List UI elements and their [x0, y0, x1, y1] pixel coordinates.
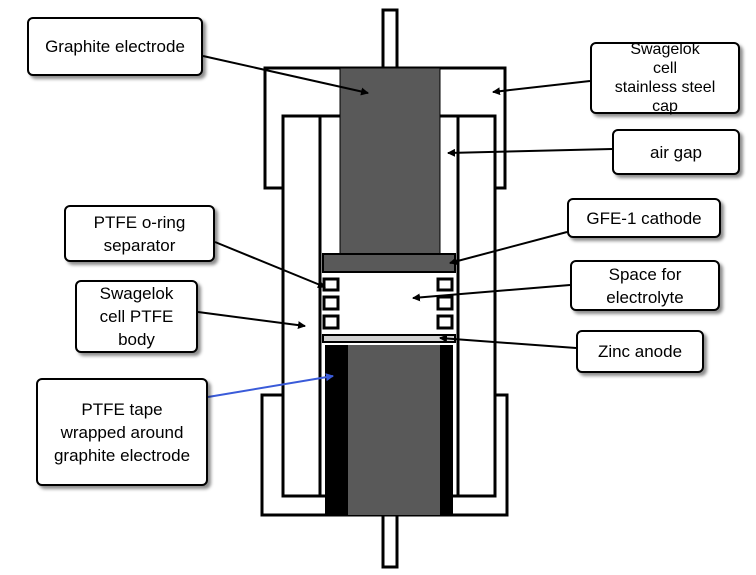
zinc-anode — [322, 334, 456, 343]
arrow-air-gap — [447, 148, 613, 157]
arrow-electrolyte-space — [412, 284, 571, 302]
top-rod — [381, 8, 399, 70]
o-ring-left-3 — [322, 314, 340, 330]
arrow-graphite-electrode — [202, 55, 369, 96]
arrow-gfe-cathode — [449, 231, 568, 266]
label-swagelok-cap: Swagelok cell stainless steel cap — [590, 41, 740, 115]
label-ptfe-tape: PTFE tape wrapped around graphite electr… — [36, 378, 208, 486]
o-ring-left-1 — [322, 277, 340, 292]
o-ring-right-1 — [436, 277, 454, 292]
label-zinc-anode: Zinc anode — [576, 330, 704, 373]
arrow-swagelok-body — [197, 311, 306, 330]
upper-graphite-electrode — [339, 67, 441, 255]
label-air-gap: air gap — [612, 129, 740, 175]
electrolyte-cavity — [343, 275, 435, 333]
o-ring-right-2 — [436, 295, 454, 311]
arrow-zinc-anode — [439, 334, 577, 349]
gfe-cathode — [322, 253, 456, 273]
arrow-swagelok-cap — [492, 80, 591, 96]
o-ring-right-3 — [436, 314, 454, 330]
arrow-ptfe-tape — [207, 373, 334, 398]
o-ring-left-2 — [322, 295, 340, 311]
label-ptfe-oring: PTFE o-ring separator — [64, 205, 215, 262]
label-gfe-cathode: GFE-1 cathode — [567, 198, 721, 238]
label-graphite-electrode: Graphite electrode — [27, 17, 203, 76]
lower-graphite-electrode — [348, 345, 440, 515]
bottom-rod — [381, 513, 399, 569]
label-electrolyte-space: Space for electrolyte — [570, 260, 720, 311]
arrow-ptfe-oring — [214, 241, 326, 289]
label-swagelok-body: Swagelok cell PTFE body — [75, 280, 198, 353]
